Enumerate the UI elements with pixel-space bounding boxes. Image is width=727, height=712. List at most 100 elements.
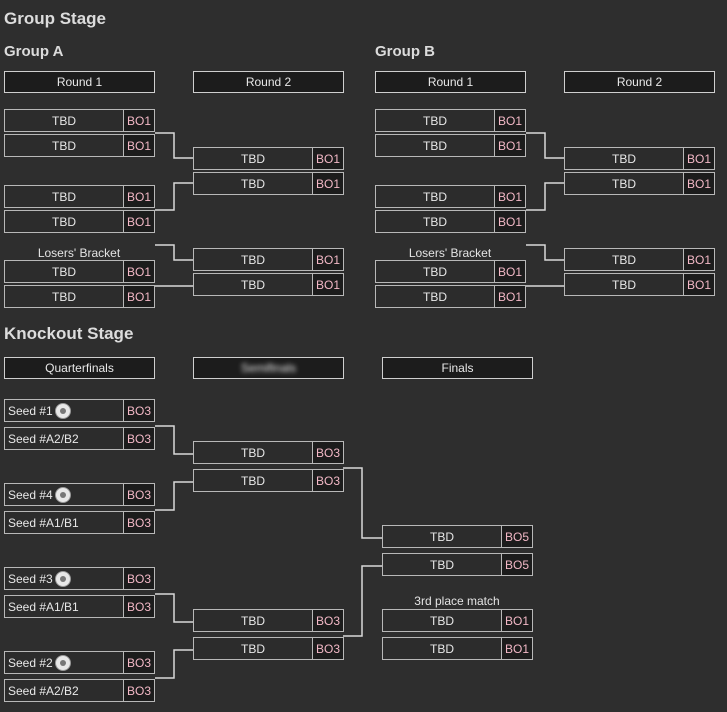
group-r2-losers-match-team[interactable]: TBD <box>193 273 313 296</box>
quarterfinal-match-team-text: Seed #3 <box>8 571 53 586</box>
group-r1-match-format-badge: BO1 <box>123 134 155 157</box>
quarterfinal-match-team-name: Seed #A1/B1 <box>5 600 123 614</box>
group-r1-match-team[interactable]: TBD <box>4 185 124 208</box>
group-r2-losers-match-team-name: TBD <box>194 278 312 292</box>
group-r2-losers-match-team[interactable]: TBD <box>564 248 684 271</box>
group-losers-match-team-text: TBD <box>423 264 447 279</box>
quarterfinal-match-team[interactable]: Seed #4 <box>4 483 124 506</box>
group-r2-match-format-badge: BO1 <box>312 172 344 195</box>
group-r1-match-team-text: TBD <box>52 214 76 229</box>
group-r1-match-team[interactable]: TBD <box>4 109 124 132</box>
quarterfinal-match-format-badge: BO3 <box>123 679 155 702</box>
group-r2-losers-match-team-name: TBD <box>565 278 683 292</box>
third-place-match-team-name: TBD <box>383 642 501 656</box>
group-losers-match-format-badge: BO1 <box>494 285 526 308</box>
semifinal-match-team-name: TBD <box>194 642 312 656</box>
group-r2-match-team-text: TBD <box>241 176 265 191</box>
final-match-team[interactable]: TBD <box>382 553 502 576</box>
quarterfinal-match-team[interactable]: Seed #2 <box>4 651 124 674</box>
group-r2-losers-match-team-text: TBD <box>241 277 265 292</box>
quarterfinal-match-team-name: Seed #2 <box>5 654 123 671</box>
group-r1-match-format-badge: BO1 <box>494 109 526 132</box>
group-r1-match-team-name: TBD <box>376 215 494 229</box>
group-losers-match-team-name: TBD <box>5 265 123 279</box>
group-r2-losers-match-team-name: TBD <box>194 253 312 267</box>
semifinal-match-team[interactable]: TBD <box>193 441 313 464</box>
group-losers-match-team-name: TBD <box>376 265 494 279</box>
final-match-format-badge: BO5 <box>501 525 533 548</box>
quarterfinal-match-team-name: Seed #3 <box>5 570 123 587</box>
round1-header: Round 1 <box>4 71 155 93</box>
quarterfinal-match-team[interactable]: Seed #A1/B1 <box>4 511 124 534</box>
group-losers-match-team[interactable]: TBD <box>4 285 124 308</box>
third-place-match-team[interactable]: TBD <box>382 609 502 632</box>
group-r2-match-team[interactable]: TBD <box>564 147 684 170</box>
group-r1-match-team[interactable]: TBD <box>4 134 124 157</box>
quarterfinal-match-team-name: Seed #1 <box>5 402 123 419</box>
finals-header-label: Finals <box>441 361 474 375</box>
quarterfinal-match-format-badge: BO3 <box>123 567 155 590</box>
group-r2-match-team-name: TBD <box>565 152 683 166</box>
semifinal-match-team-text: TBD <box>241 613 265 628</box>
group-r2-match-team-name: TBD <box>194 177 312 191</box>
group-r2-losers-match-team[interactable]: TBD <box>193 248 313 271</box>
quarterfinal-match-team-name: Seed #4 <box>5 486 123 503</box>
seed-emblem-icon <box>54 402 71 419</box>
round1-header-label: Round 1 <box>56 75 103 89</box>
group-losers-match-team[interactable]: TBD <box>375 285 495 308</box>
round2-header-label: Round 2 <box>245 75 292 89</box>
group-r1-match-team[interactable]: TBD <box>4 210 124 233</box>
group-r1-match-team-name: TBD <box>5 215 123 229</box>
quarterfinal-match-format-badge: BO3 <box>123 483 155 506</box>
final-match-team-name: TBD <box>383 558 501 572</box>
group-r2-losers-match-team-text: TBD <box>241 252 265 267</box>
group-r2-match-team-name: TBD <box>194 152 312 166</box>
quarterfinal-match-team-text: Seed #A1/B1 <box>8 515 79 530</box>
group-title: Group A <box>4 43 64 60</box>
final-match-team-name: TBD <box>383 530 501 544</box>
semifinals-header: Semifinals <box>193 357 344 379</box>
final-match-team[interactable]: TBD <box>382 525 502 548</box>
group-r1-match-team[interactable]: TBD <box>375 185 495 208</box>
group-r2-match-team[interactable]: TBD <box>564 172 684 195</box>
semifinal-match-team[interactable]: TBD <box>193 637 313 660</box>
group-r1-match-format-badge: BO1 <box>494 134 526 157</box>
quarterfinal-match-team[interactable]: Seed #A2/B2 <box>4 679 124 702</box>
group-r2-losers-match-team[interactable]: TBD <box>564 273 684 296</box>
group-r1-match-team[interactable]: TBD <box>375 134 495 157</box>
group-stage-title: Group Stage <box>4 9 107 28</box>
semifinal-match-format-badge: BO3 <box>312 469 344 492</box>
group-r1-match-team-name: TBD <box>376 190 494 204</box>
semifinal-match-team-text: TBD <box>241 445 265 460</box>
semifinal-match-team-name: TBD <box>194 474 312 488</box>
losers-bracket-label: Losers' Bracket <box>37 246 121 260</box>
group-losers-match-team[interactable]: TBD <box>4 260 124 283</box>
round1-header-label: Round 1 <box>427 75 474 89</box>
group-losers-match-format-badge: BO1 <box>494 260 526 283</box>
quarterfinal-match-team[interactable]: Seed #1 <box>4 399 124 422</box>
quarterfinal-match-team[interactable]: Seed #3 <box>4 567 124 590</box>
group-r2-match-team[interactable]: TBD <box>193 172 313 195</box>
group-r1-match-team-text: TBD <box>52 113 76 128</box>
quarterfinal-match-team-text: Seed #A1/B1 <box>8 599 79 614</box>
third-place-match-team-text: TBD <box>430 641 454 656</box>
third-place-match-team[interactable]: TBD <box>382 637 502 660</box>
semifinals-header-label: Semifinals <box>240 361 297 375</box>
group-r1-match-team[interactable]: TBD <box>375 210 495 233</box>
quarterfinal-match-team-text: Seed #2 <box>8 655 53 670</box>
group-r2-match-team-text: TBD <box>612 176 636 191</box>
group-r1-match-team-text: TBD <box>52 189 76 204</box>
quarterfinal-match-format-badge: BO3 <box>123 511 155 534</box>
group-losers-match-team[interactable]: TBD <box>375 260 495 283</box>
group-r1-match-team-text: TBD <box>423 138 447 153</box>
round2-header: Round 2 <box>564 71 715 93</box>
group-r2-match-team[interactable]: TBD <box>193 147 313 170</box>
group-r2-match-team-name: TBD <box>565 177 683 191</box>
group-r1-match-team[interactable]: TBD <box>375 109 495 132</box>
quarterfinal-match-team[interactable]: Seed #A1/B1 <box>4 595 124 618</box>
group-losers-match-team-text: TBD <box>52 289 76 304</box>
quarterfinal-match-team[interactable]: Seed #A2/B2 <box>4 427 124 450</box>
semifinal-match-team[interactable]: TBD <box>193 469 313 492</box>
semifinal-match-team[interactable]: TBD <box>193 609 313 632</box>
quarterfinal-match-team-text: Seed #4 <box>8 487 53 502</box>
